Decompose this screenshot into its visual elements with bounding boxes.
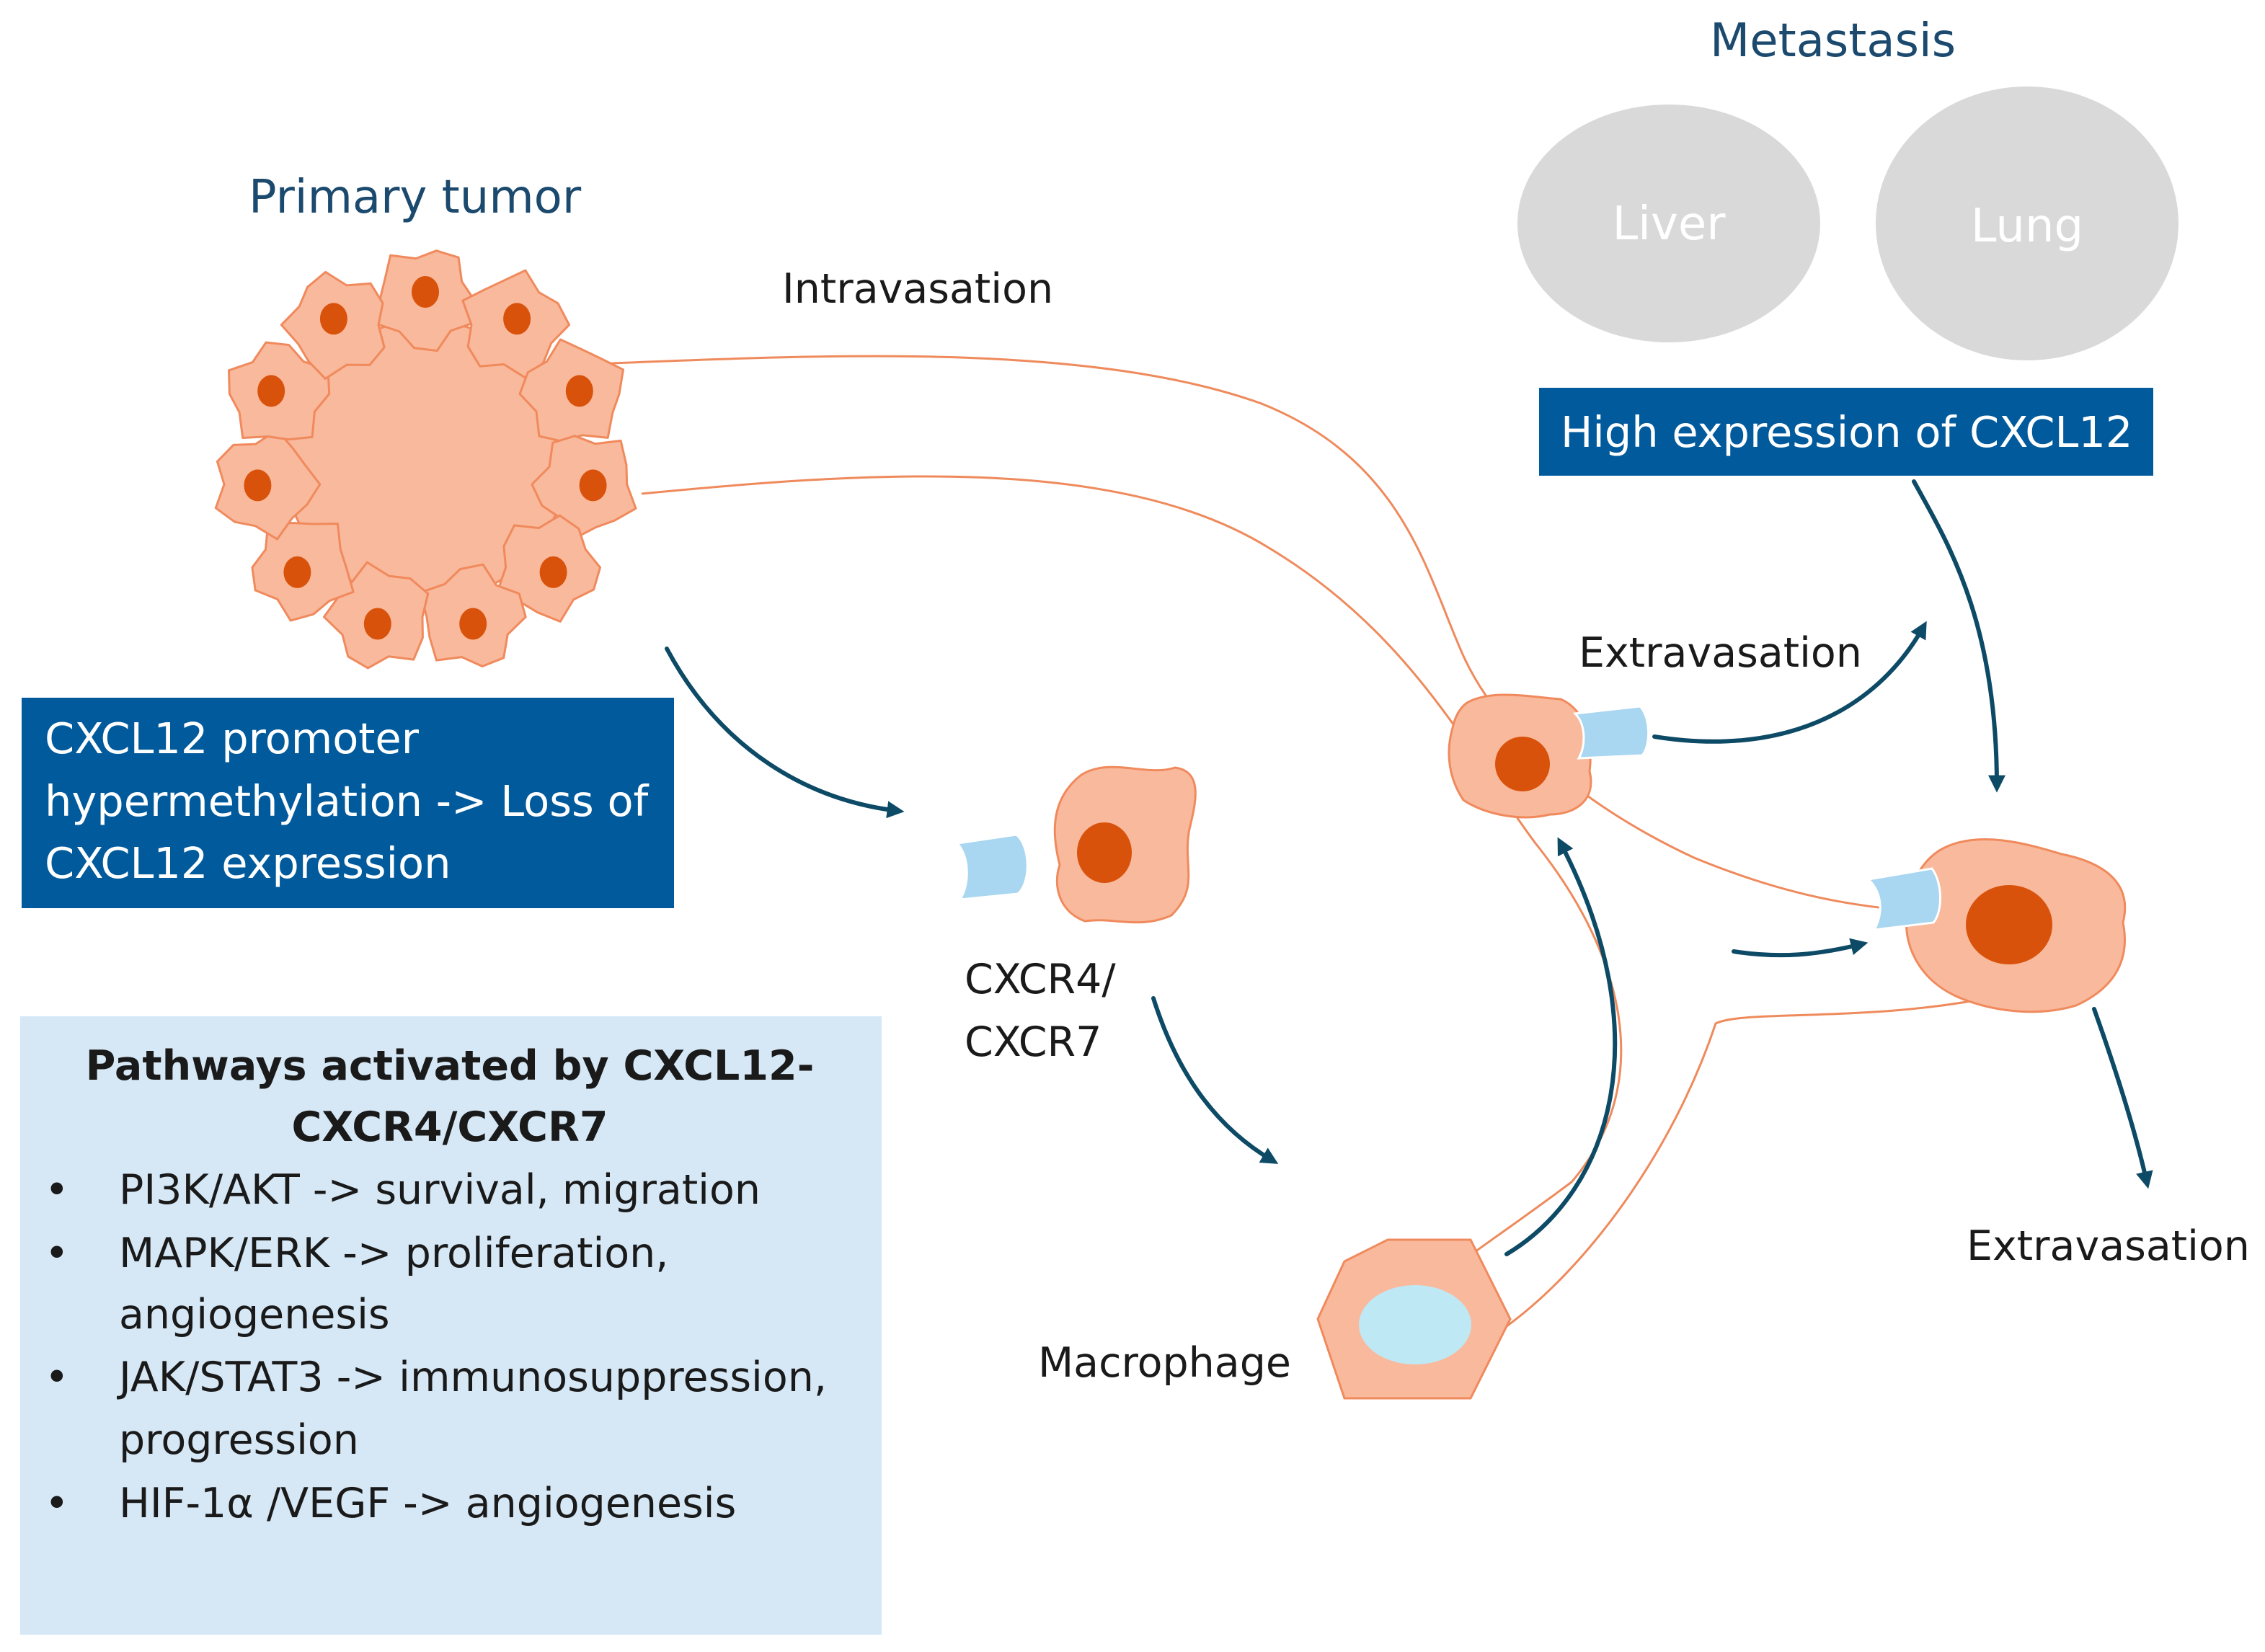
tumor-cell-nucleus bbox=[579, 469, 607, 502]
migrating-cell bbox=[955, 765, 1197, 924]
metastatic-cell bbox=[1866, 838, 2127, 1013]
metastatic-cell-nucleus bbox=[1966, 885, 2052, 964]
macrophage-label: Macrophage bbox=[1038, 1339, 1291, 1387]
intravasation-label: Intravasation bbox=[782, 265, 1053, 313]
high-expression-bg bbox=[1539, 388, 2153, 476]
tumor-cell-nucleus bbox=[319, 303, 347, 335]
migrating-cell-nucleus bbox=[1077, 822, 1132, 883]
promoter-line-2: hypermethylation -> Loss of bbox=[45, 776, 650, 826]
metastasis-title: Metastasis bbox=[1710, 14, 1956, 68]
bullet-dot-2: • bbox=[45, 1230, 69, 1277]
bullet-2-line-2: angiogenesis bbox=[119, 1291, 390, 1338]
primary-tumor bbox=[214, 249, 637, 670]
promoter-box: CXCL12 promoter hypermethylation -> Loss… bbox=[22, 698, 674, 908]
tumor-cell-nucleus bbox=[565, 375, 593, 407]
metastatic-cell-receptor bbox=[1866, 867, 1941, 931]
primary-tumor-title: Primary tumor bbox=[249, 171, 582, 224]
lung-ellipse bbox=[1876, 86, 2178, 360]
organ-lung: Lung bbox=[1876, 86, 2178, 360]
receptor-label-2: CXCR7 bbox=[965, 1018, 1102, 1066]
bullet-dot-3: • bbox=[45, 1354, 69, 1401]
promoter-line-3: CXCL12 expression bbox=[45, 838, 451, 888]
extravasation-bottom-label: Extravasation bbox=[1967, 1222, 2250, 1270]
receptor-label-1: CXCR4/ bbox=[965, 956, 1116, 1003]
tumor-cell-nucleus bbox=[283, 556, 311, 588]
vessel-cell bbox=[1448, 693, 1650, 819]
tumor-cell-nucleus bbox=[459, 608, 487, 640]
lung-label: Lung bbox=[1971, 200, 2083, 253]
pathways-box: Pathways activated by CXCL12- CXCR4/CXCR… bbox=[20, 1016, 882, 1635]
liver-ellipse bbox=[1517, 105, 1820, 342]
bullet-3-line-1: JAK/STAT3 -> immunosuppression, bbox=[117, 1354, 827, 1401]
arrows bbox=[665, 479, 2153, 1256]
arrow-to-metastatic-cell bbox=[1732, 938, 1869, 958]
tumor-cell-nucleus bbox=[363, 608, 391, 640]
promoter-line-1: CXCL12 promoter bbox=[45, 714, 420, 763]
tumor-cell-nucleus bbox=[412, 276, 439, 308]
macrophage bbox=[1316, 1238, 1512, 1400]
tumor-cell-nucleus bbox=[539, 556, 567, 588]
organ-liver: Liver bbox=[1517, 105, 1820, 342]
arrow-extravasation-bottom bbox=[2092, 1007, 2153, 1189]
pathways-title-2: CXCR4/CXCR7 bbox=[291, 1103, 608, 1151]
arrow-tumor-to-cell bbox=[665, 647, 905, 819]
extravasation-top-label: Extravasation bbox=[1579, 629, 1862, 677]
high-expression-text: High expression of CXCL12 bbox=[1561, 407, 2132, 457]
liver-label: Liver bbox=[1613, 197, 1727, 251]
arrow-cell-to-macrophage bbox=[1151, 996, 1279, 1164]
promoter-box-bg bbox=[22, 698, 674, 908]
arrow-high-expression-down bbox=[1912, 479, 2005, 793]
tumor-cell-nucleus bbox=[244, 469, 272, 502]
cxcr4-receptor bbox=[955, 833, 1029, 901]
vessel-cell-receptor bbox=[1572, 705, 1650, 760]
bullet-dot-4: • bbox=[45, 1480, 69, 1527]
tumor-cell-nucleus bbox=[257, 375, 285, 407]
high-expression-box: High expression of CXCL12 bbox=[1539, 388, 2153, 476]
tumor-cell-nucleus bbox=[503, 303, 531, 335]
vessel-cell-nucleus bbox=[1495, 737, 1550, 791]
tumor-cells bbox=[214, 249, 637, 670]
bullet-4-line-1: HIF-1α /VEGF -> angiogenesis bbox=[119, 1480, 736, 1527]
arrow-extravasation-top bbox=[1652, 621, 1927, 744]
vessel-macrophage-branch bbox=[1506, 993, 2005, 1328]
vessel-upper-wall bbox=[590, 355, 1962, 917]
bullet-2-line-1: MAPK/ERK -> proliferation, bbox=[119, 1230, 668, 1277]
pathways-box-bg bbox=[20, 1016, 882, 1635]
bullet-3-line-2: progression bbox=[119, 1416, 359, 1464]
bullet-dot-1: • bbox=[45, 1166, 69, 1214]
pathways-title-1: Pathways activated by CXCL12- bbox=[86, 1042, 815, 1090]
arrow-macrophage-to-vessel-cell bbox=[1504, 837, 1618, 1256]
bullet-1-line-1: PI3K/AKT -> survival, migration bbox=[119, 1166, 761, 1214]
macrophage-nucleus bbox=[1359, 1285, 1471, 1364]
